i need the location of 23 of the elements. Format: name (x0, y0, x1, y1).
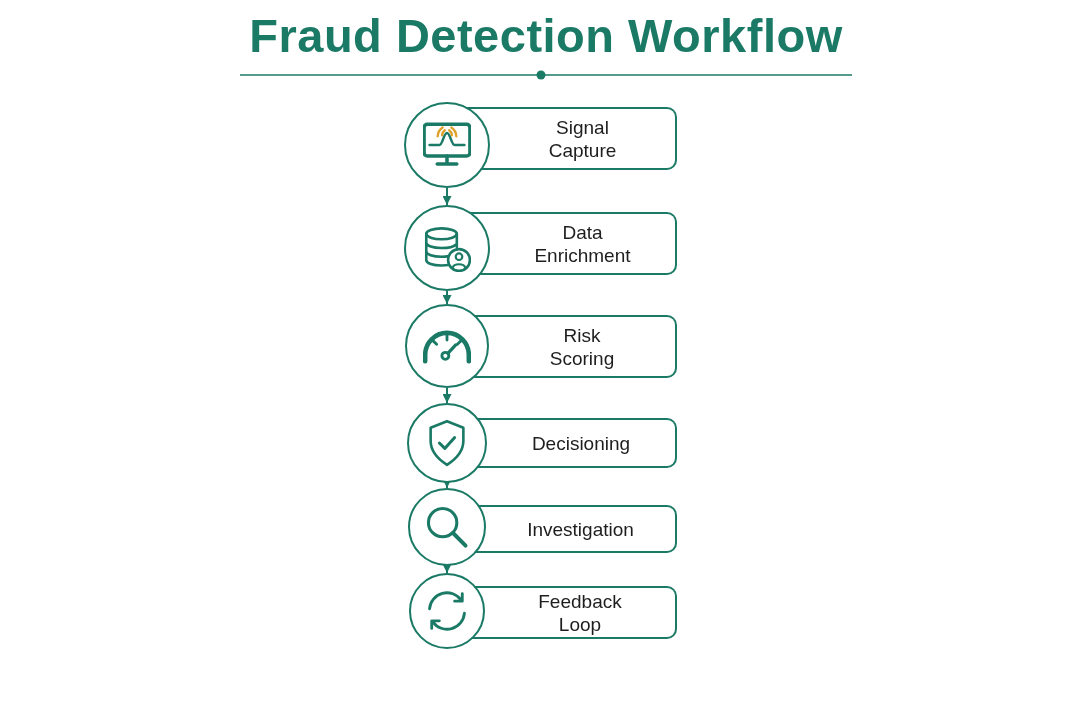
step-label: Decisioning (531, 431, 631, 455)
arrow (442, 387, 452, 404)
step-circle (407, 403, 487, 483)
step-box (487, 418, 677, 468)
step-circle (405, 304, 489, 388)
title: Fraud Detection Workflow (249, 8, 843, 64)
step-label: Investigation (527, 517, 634, 541)
step-box (490, 107, 677, 170)
step-circle (408, 488, 486, 566)
step-circle (404, 205, 490, 291)
step-circle (404, 102, 490, 188)
arrow (442, 290, 452, 305)
step-box (485, 586, 677, 639)
step-label: Risk Scoring (548, 323, 616, 370)
step-label: Signal Capture (547, 115, 618, 162)
step-box (490, 212, 677, 275)
step-circle (409, 573, 485, 649)
step-box (486, 505, 677, 553)
arrow (442, 564, 452, 574)
step-label: Data Enrichment (533, 220, 632, 267)
arrow (442, 187, 452, 206)
step-label: Feedback Loop (537, 589, 623, 636)
step-box (489, 315, 677, 378)
